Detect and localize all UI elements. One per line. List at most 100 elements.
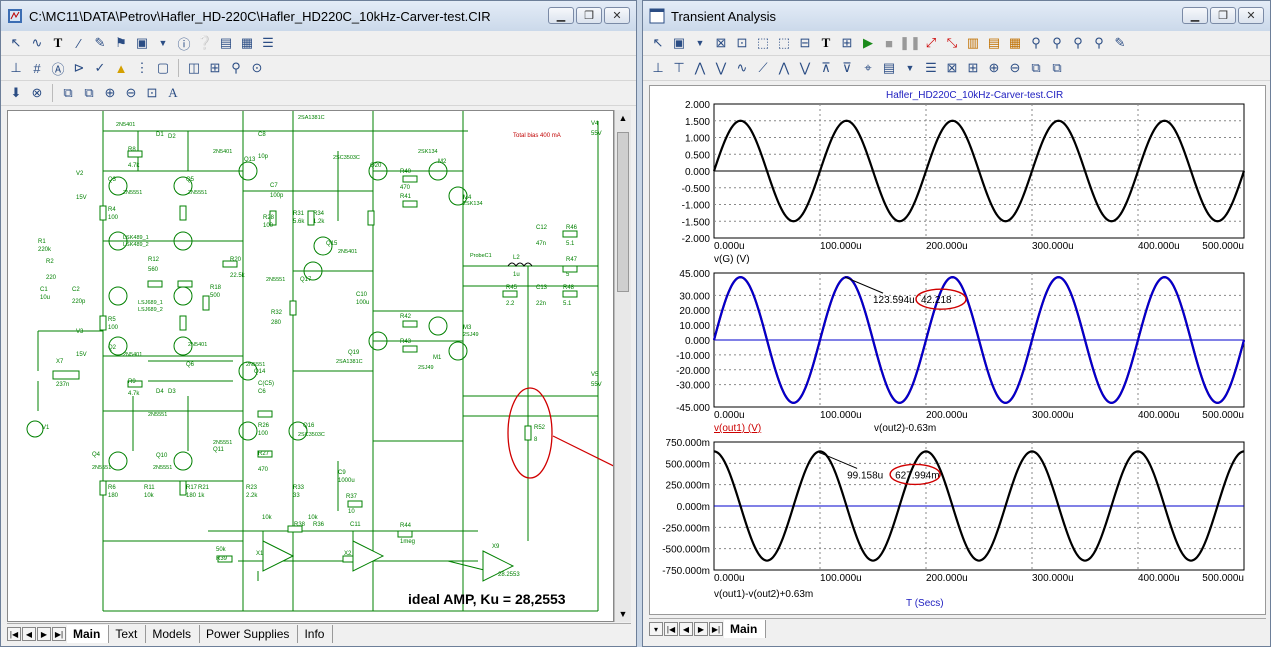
next-tab-icon[interactable]: ▶ xyxy=(694,621,708,636)
transient-titlebar[interactable]: Transient Analysis ▁ ❐ ✕ xyxy=(643,1,1270,31)
menu-tab-icon[interactable]: ▾ xyxy=(649,621,663,636)
component-icon[interactable]: ▣ xyxy=(135,35,149,50)
numeric-output-icon[interactable]: ▤ xyxy=(987,35,1001,50)
plot-area[interactable]: Hafler_HD220C_10kHz-Carver-test.CIR 2.00… xyxy=(649,85,1266,615)
table-icon[interactable]: ☰ xyxy=(925,60,937,75)
info-icon[interactable]: ⓘ xyxy=(177,36,191,52)
first-tab-icon[interactable]: |◀ xyxy=(7,626,21,641)
grid-toggle-icon[interactable]: ⋮ xyxy=(135,60,149,75)
help-icon[interactable]: ❔ xyxy=(196,35,214,50)
stepping-icon[interactable]: ⊞ xyxy=(841,35,853,50)
toggle-icon[interactable]: ◫ xyxy=(187,60,201,75)
prev-tab-icon[interactable]: ◀ xyxy=(679,621,693,636)
node-number-icon[interactable]: # xyxy=(33,60,41,76)
line-icon[interactable]: ∕ xyxy=(77,35,81,51)
bottom-icon[interactable]: ⊽ xyxy=(842,60,852,75)
warning-icon[interactable]: ▲ xyxy=(114,60,128,76)
pin-icon[interactable]: ⊥ xyxy=(10,60,22,75)
diode-icon[interactable]: ⊳ xyxy=(73,60,85,75)
first-tab-icon[interactable]: |◀ xyxy=(664,621,678,636)
dropdown-icon[interactable]: ▼ xyxy=(905,63,915,73)
prev-tab-icon[interactable]: ◀ xyxy=(22,626,36,641)
minimize-button[interactable]: ▁ xyxy=(1182,7,1208,24)
dropdown-icon[interactable]: ▼ xyxy=(158,38,168,48)
binoculars-icon[interactable]: ⊙ xyxy=(251,60,263,75)
schematic-titlebar[interactable]: C:\MC11\DATA\Petrov\Hafler_HD-220C\Hafle… xyxy=(1,1,636,31)
pan-icon[interactable]: ⊞ xyxy=(967,60,979,75)
component-icon[interactable]: ▣ xyxy=(672,35,686,50)
tab-models[interactable]: Models xyxy=(146,624,201,643)
tab-main[interactable]: Main xyxy=(67,624,110,643)
close-button[interactable]: ✕ xyxy=(604,7,630,24)
select-mode-icon[interactable]: ↖ xyxy=(652,35,664,50)
slope-icon[interactable]: ⟋ xyxy=(758,60,768,75)
scale-y-icon[interactable]: ⬚ xyxy=(777,35,791,50)
stop-icon[interactable]: ■ xyxy=(885,35,893,51)
schematic-vertical-scrollbar[interactable]: ▲ ▼ xyxy=(614,110,631,622)
tab-main[interactable]: Main xyxy=(724,619,767,638)
zoom-out-icon[interactable]: ⊖ xyxy=(125,85,137,100)
close-button[interactable]: ✕ xyxy=(1238,7,1264,24)
zoom-fit-icon[interactable]: ⊡ xyxy=(146,85,158,100)
find-icon[interactable]: ⚲ xyxy=(231,60,241,75)
search-prev-icon[interactable]: ⚲ xyxy=(1094,35,1104,50)
probe-icon[interactable]: ✓ xyxy=(94,60,106,75)
schematic-canvas[interactable]: V2 15V V3 15V V4 55V V5 55V V1 R1 220k R… xyxy=(7,110,614,622)
next-tab-icon[interactable]: ▶ xyxy=(37,626,51,641)
grid-icon[interactable]: ▦ xyxy=(240,35,254,50)
text-mode-icon[interactable]: T xyxy=(53,35,63,50)
label-icon[interactable]: ▤ xyxy=(882,60,896,75)
table-icon[interactable]: ☰ xyxy=(262,35,274,50)
last-tab-icon[interactable]: ▶| xyxy=(52,626,66,641)
valley-icon[interactable]: ⊤ xyxy=(673,60,685,75)
select-mode-icon[interactable]: ↖ xyxy=(10,35,22,50)
cursor-mode-icon[interactable]: ⤡ xyxy=(946,35,958,50)
inflection-icon[interactable]: ∿ xyxy=(736,60,748,75)
attribute-icon[interactable]: Ⓐ xyxy=(51,61,65,77)
zoom-out-icon[interactable]: ⊖ xyxy=(1009,60,1021,75)
minimize-button[interactable]: ▁ xyxy=(548,7,574,24)
scroll-down-icon[interactable]: ▼ xyxy=(618,609,628,619)
scale-icon[interactable]: ⊠ xyxy=(715,35,727,50)
zoom-fit-icon[interactable]: ⊠ xyxy=(946,60,958,75)
edit-icon[interactable]: ✎ xyxy=(1114,35,1126,50)
bus-icon[interactable]: ⊞ xyxy=(209,60,221,75)
search-next-icon[interactable]: ⚲ xyxy=(1073,35,1083,50)
back-icon[interactable]: ⬇ xyxy=(10,85,22,100)
top-icon[interactable]: ⊼ xyxy=(821,60,831,75)
paste-icon[interactable]: ⧉ xyxy=(1052,60,1062,75)
global-high-icon[interactable]: ⋀ xyxy=(778,60,790,75)
tag-icon[interactable]: ⌖ xyxy=(864,60,872,75)
page-setup-icon[interactable]: ▢ xyxy=(156,60,170,75)
page-icon[interactable]: ▤ xyxy=(219,35,233,50)
scale-x-icon[interactable]: ⬚ xyxy=(756,35,770,50)
text-mode-icon[interactable]: T xyxy=(821,35,831,50)
pause-icon[interactable]: ❚❚ xyxy=(899,35,921,50)
paste-icon[interactable]: ⧉ xyxy=(84,85,94,100)
plot-list-icon[interactable]: ▥ xyxy=(966,35,980,50)
tab-text[interactable]: Text xyxy=(109,624,147,643)
tab-info[interactable]: Info xyxy=(298,624,334,643)
restore-button[interactable]: ❐ xyxy=(1210,7,1236,24)
font-icon[interactable]: A xyxy=(168,85,178,100)
high-icon[interactable]: ⋀ xyxy=(694,60,706,75)
global-low-icon[interactable]: ⋁ xyxy=(799,60,811,75)
wire-icon[interactable]: ∿ xyxy=(31,35,43,50)
last-tab-icon[interactable]: ▶| xyxy=(709,621,723,636)
pen-icon[interactable]: ✎ xyxy=(94,35,106,50)
scroll-thumb[interactable] xyxy=(617,132,629,292)
flag-icon[interactable]: ⚑ xyxy=(115,35,127,50)
zoom-in-icon[interactable]: ⊕ xyxy=(988,60,1000,75)
zoom-in-icon[interactable]: ⊕ xyxy=(104,85,116,100)
restore-button[interactable]: ❐ xyxy=(576,7,602,24)
scroll-up-icon[interactable]: ▲ xyxy=(618,113,628,123)
low-icon[interactable]: ⋁ xyxy=(715,60,727,75)
cancel-icon[interactable]: ⊗ xyxy=(31,85,43,100)
zoom-box-icon[interactable]: ⊡ xyxy=(736,35,748,50)
properties-icon[interactable]: ⊟ xyxy=(799,35,811,50)
run-icon[interactable]: ▶ xyxy=(863,35,873,50)
copy-icon[interactable]: ⧉ xyxy=(1031,60,1041,75)
output-table-icon[interactable]: ▦ xyxy=(1008,35,1022,50)
peak-icon[interactable]: ⊥ xyxy=(652,60,664,75)
search-icon[interactable]: ⚲ xyxy=(1031,35,1041,50)
